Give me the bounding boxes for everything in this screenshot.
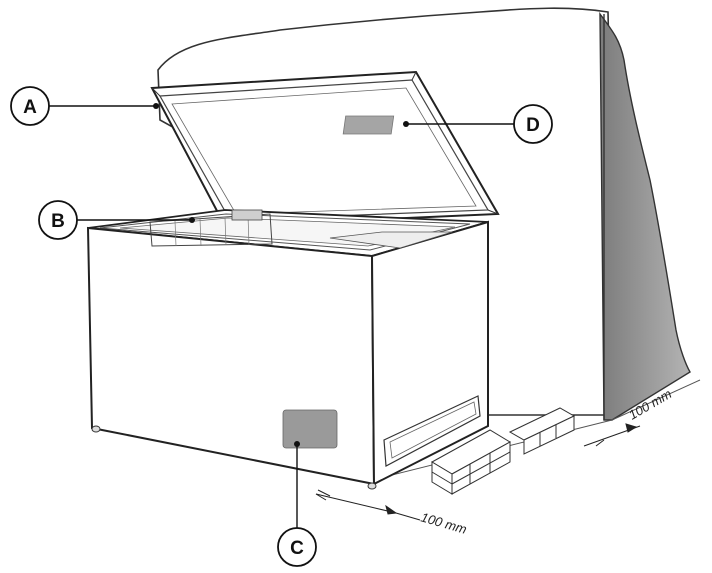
lid-label-plate: [342, 115, 395, 135]
callout-d: D: [403, 104, 553, 144]
callout-a-letter: A: [23, 97, 37, 118]
front-clearance-dimension: [315, 489, 421, 521]
side-clearance-dimension: [583, 423, 641, 447]
side-wall: [599, 11, 691, 421]
spacer-blocks: [430, 407, 576, 495]
front-clearance-label: 100 mm: [419, 509, 468, 536]
freezer-lid: [150, 70, 500, 228]
callout-c-letter: C: [290, 538, 304, 559]
callout-d-letter: D: [526, 115, 540, 136]
front-label-plate: [282, 409, 338, 449]
callout-b-letter: B: [51, 211, 65, 232]
callout-b: B: [38, 200, 195, 240]
callout-c: C: [277, 441, 317, 567]
storage-basket: [149, 209, 453, 249]
callout-a: A: [10, 86, 159, 126]
